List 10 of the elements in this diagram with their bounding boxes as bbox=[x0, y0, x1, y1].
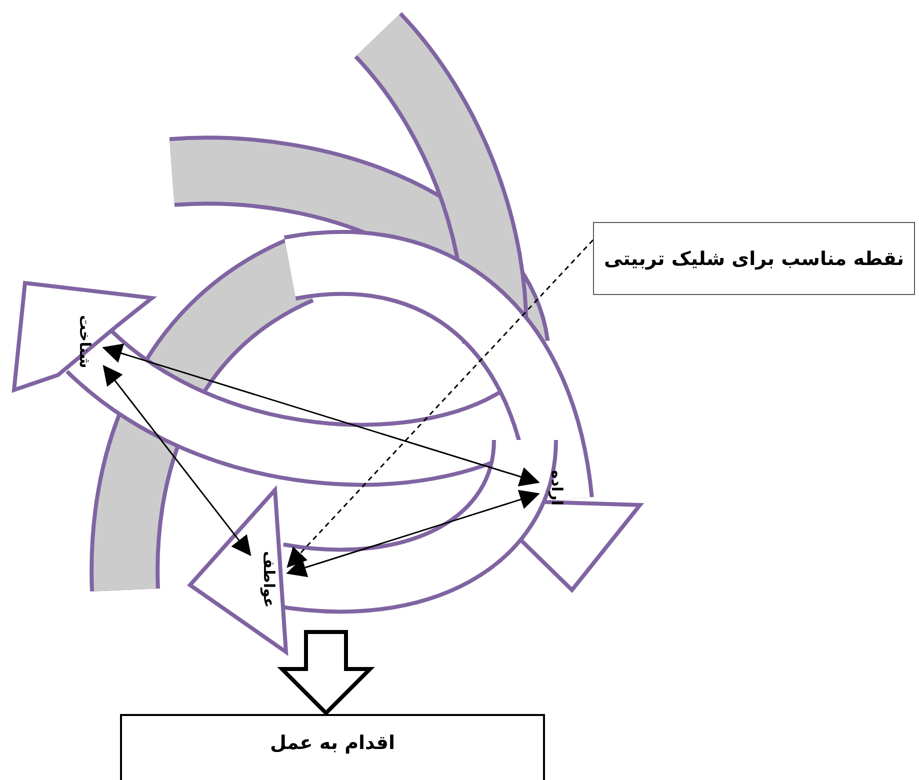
arrow bbox=[102, 364, 252, 556]
block-arrow bbox=[277, 630, 375, 716]
leader-line bbox=[286, 239, 594, 568]
action-box: اقدام به عمل bbox=[120, 714, 545, 780]
callout-box: نقطه مناسب برای شلیک تربیتی bbox=[593, 222, 915, 295]
label-text: شناخت bbox=[68, 300, 102, 384]
label-text: اراده bbox=[540, 448, 574, 528]
arrow bbox=[102, 344, 540, 486]
arrow bbox=[286, 490, 540, 578]
label-text: عواطف bbox=[252, 540, 286, 618]
